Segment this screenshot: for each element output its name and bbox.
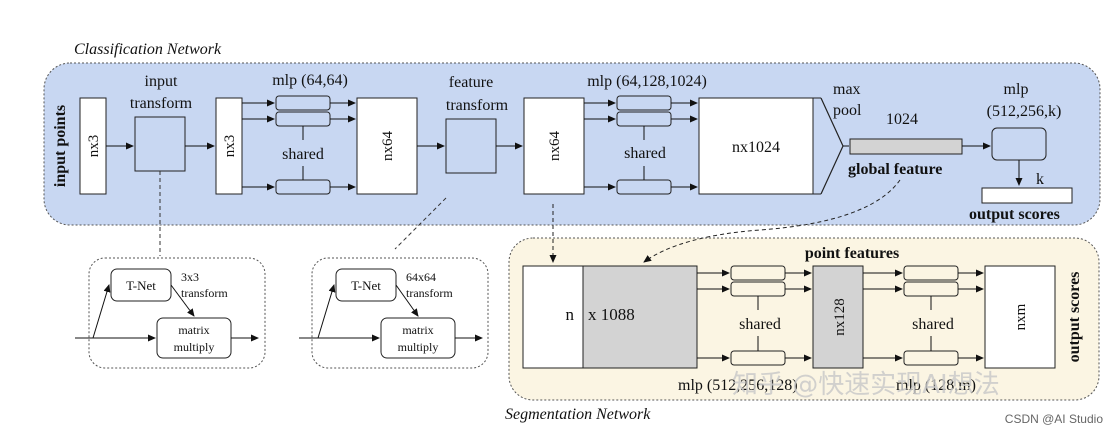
seg-shared-label-1: shared bbox=[739, 316, 781, 333]
shared-label-1: shared bbox=[282, 146, 324, 163]
mlp-128-m-label: mlp (128,m) bbox=[896, 377, 976, 394]
tnet2-label: T-Net bbox=[351, 278, 381, 293]
csdn-credit: CSDN @AI Studio bbox=[1005, 412, 1104, 426]
zhihu-watermark: 知乎 @快速实现AI想法 bbox=[732, 370, 1000, 400]
seg-shared-label-2: shared bbox=[912, 316, 954, 333]
n-block-white bbox=[522, 265, 584, 369]
x1088-label: x 1088 bbox=[588, 305, 635, 324]
nx3-block-a bbox=[79, 97, 107, 195]
mlp-64-128-1024-shared-block bbox=[584, 95, 698, 195]
n-label: n bbox=[566, 305, 575, 324]
global-feature-bar bbox=[849, 138, 963, 155]
nxm-label: nxm bbox=[1013, 303, 1029, 330]
tnet1-mm-label-1: matrix bbox=[178, 323, 209, 337]
point-features-label: point features bbox=[805, 245, 899, 262]
nx64-block-b bbox=[523, 97, 585, 195]
tnet2-transform-label-1: 64x64 bbox=[406, 270, 436, 284]
feature-transform-label-1: feature bbox=[449, 74, 493, 91]
nx3-label-a: nx3 bbox=[86, 135, 102, 158]
feature-transform-label-2: transform bbox=[446, 97, 509, 114]
pool-label: pool bbox=[833, 102, 862, 119]
nx3-block-b bbox=[215, 97, 243, 195]
mlp-512-256-128-label: mlp (512,256,128) bbox=[678, 377, 798, 394]
tnet1-mm-label-2: multiply bbox=[174, 340, 215, 354]
nx128-label: nx128 bbox=[832, 298, 848, 336]
nx64-label-a: nx64 bbox=[380, 131, 396, 162]
mlp-512-256-k-block bbox=[991, 127, 1047, 161]
mlp-512-256-k-label-1: mlp bbox=[1004, 81, 1029, 98]
output-scores-bar bbox=[981, 187, 1073, 204]
input-points-label: input points bbox=[52, 105, 69, 187]
k-label: k bbox=[1036, 171, 1044, 188]
tnet2-connector bbox=[394, 197, 447, 250]
global-feature-label: global feature bbox=[848, 161, 942, 178]
max-label: max bbox=[833, 81, 861, 98]
tnet1-transform-label-1: 3x3 bbox=[181, 270, 199, 284]
mlp-128-m-shared-block bbox=[863, 265, 984, 366]
input-transform-label-1: input bbox=[145, 73, 178, 90]
global-feature-dim-label: 1024 bbox=[886, 111, 918, 128]
mlp-64-128-1024-label: mlp (64,128,1024) bbox=[587, 73, 707, 90]
classification-network-title: Classification Network bbox=[74, 41, 222, 58]
mlp-512-256-128-shared-block bbox=[697, 265, 812, 366]
nx3-label-b: nx3 bbox=[222, 135, 238, 158]
nx1024-block bbox=[698, 97, 814, 195]
segmentation-network-title: Segmentation Network bbox=[505, 406, 651, 423]
seg-output-scores-label: output scores bbox=[1066, 272, 1083, 363]
nx64-label-b: nx64 bbox=[547, 131, 563, 162]
mlp-64-64-label: mlp (64,64) bbox=[272, 72, 348, 89]
tnet1-label: T-Net bbox=[126, 278, 156, 293]
input-transform-block bbox=[134, 116, 186, 172]
mlp-64-64-shared-block bbox=[242, 95, 356, 195]
feature-transform-block bbox=[445, 118, 497, 174]
tnet2-mm-label-1: matrix bbox=[402, 323, 433, 337]
nxm-block bbox=[984, 265, 1056, 369]
nx1024-label: nx1024 bbox=[732, 139, 780, 156]
x1088-block-gray bbox=[582, 265, 698, 369]
output-scores-label: output scores bbox=[969, 206, 1060, 223]
tnet1-transform-label-2: transform bbox=[181, 286, 228, 300]
shared-label-2: shared bbox=[624, 145, 666, 162]
tnet2-transform-label-2: transform bbox=[406, 286, 453, 300]
nx128-block bbox=[812, 265, 864, 369]
input-transform-label-2: transform bbox=[130, 95, 193, 112]
tnet2-mm-label-2: multiply bbox=[398, 340, 439, 354]
mlp-512-256-k-label-2: (512,256,k) bbox=[987, 103, 1062, 120]
